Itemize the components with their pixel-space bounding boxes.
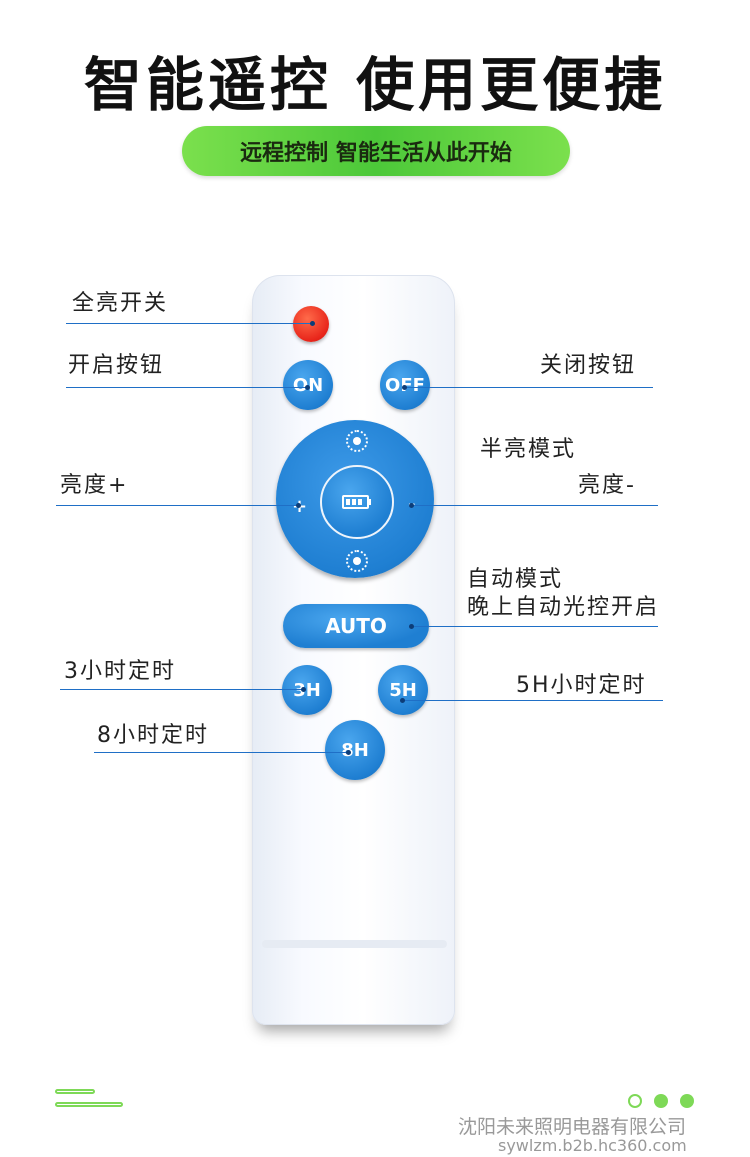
- leader-dot: [409, 503, 414, 508]
- label-off-button: 关闭按钮: [540, 353, 637, 378]
- sun-icon[interactable]: [346, 550, 368, 572]
- label-8h-timer: 8小时定时: [97, 723, 209, 748]
- deco-bar: [55, 1102, 123, 1107]
- leader-line: [412, 505, 658, 506]
- deco-circle: [654, 1094, 668, 1108]
- label-brightness-up: 亮度+: [60, 473, 129, 498]
- label-brightness-down: 亮度-: [578, 473, 636, 498]
- deco-circle: [628, 1094, 642, 1108]
- label-full-bright: 全亮开关: [72, 291, 169, 316]
- 3h-timer-button[interactable]: 3H: [282, 665, 332, 715]
- subtitle-banner: 远程控制 智能生活从此开始: [182, 126, 570, 176]
- battery-button[interactable]: [320, 465, 394, 539]
- leader-dot: [400, 698, 405, 703]
- label-3h-timer: 3小时定时: [64, 659, 176, 684]
- label-on-button: 开启按钮: [68, 353, 165, 378]
- label-auto-mode-desc: 晚上自动光控开启: [467, 595, 660, 620]
- leader-dot: [301, 687, 306, 692]
- label-5h-timer: 5H小时定时: [516, 673, 647, 698]
- leader-line: [66, 387, 309, 388]
- subtitle-text: 远程控制 智能生活从此开始: [240, 141, 512, 166]
- label-auto-mode: 自动模式: [467, 567, 564, 592]
- leader-dot: [310, 321, 315, 326]
- leader-line: [412, 626, 658, 627]
- auto-button[interactable]: AUTO: [283, 604, 429, 648]
- leader-line: [56, 505, 300, 506]
- leader-dot: [402, 385, 407, 390]
- label-half-bright: 半亮模式: [480, 437, 577, 462]
- footer-company: 沈阳未来照明电器有限公司: [458, 1116, 687, 1138]
- leader-line: [60, 689, 305, 690]
- leader-line: [94, 752, 350, 753]
- battery-icon: [342, 495, 371, 509]
- leader-dot: [346, 750, 351, 755]
- leader-dot: [305, 385, 310, 390]
- leader-dot: [409, 624, 414, 629]
- page-title: 智能遥控 使用更便捷: [83, 51, 667, 119]
- leader-line: [405, 387, 653, 388]
- footer-url: sywlzm.b2b.hc360.com: [498, 1136, 687, 1155]
- leader-line: [403, 700, 663, 701]
- deco-bar: [55, 1089, 95, 1094]
- leader-line: [66, 323, 314, 324]
- on-button[interactable]: ON: [283, 360, 333, 410]
- sun-icon[interactable]: [346, 430, 368, 452]
- remote-groove: [262, 940, 447, 948]
- 8h-timer-button[interactable]: 8H: [325, 720, 385, 780]
- leader-dot: [296, 503, 301, 508]
- deco-circle: [680, 1094, 694, 1108]
- 5h-timer-button[interactable]: 5H: [378, 665, 428, 715]
